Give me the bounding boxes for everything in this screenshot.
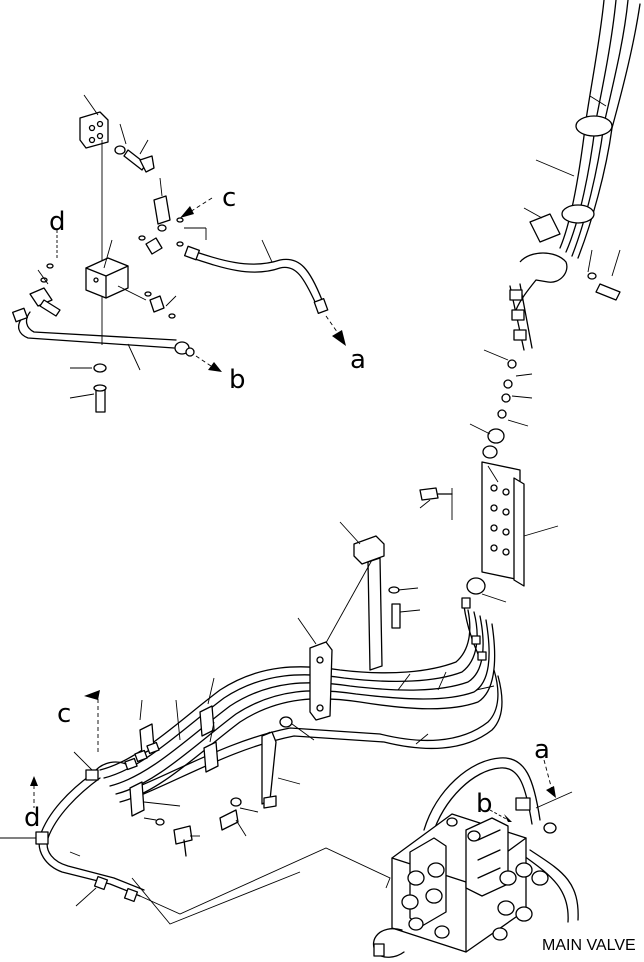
hose-to-a [184,239,346,346]
connector-label-d-lower: d [24,803,41,833]
bolt-d [29,230,61,317]
lower-bolt [69,363,107,413]
connector-label-a-lower: a [534,735,550,765]
block-fittings [103,177,207,319]
main-valve-caption: MAIN VALVE [542,937,636,954]
connector-label-a-upper: a [350,345,366,375]
connector-label-c-upper: c [222,183,236,213]
lower-left-hose-loop [0,751,145,907]
connector-label-b-lower: b [476,789,493,819]
hose-clamps [124,677,219,817]
main-valve [372,757,579,958]
left-elbow-pipe [12,307,195,371]
left-connector-arrows [30,690,100,808]
mounting-bracket [79,94,109,149]
arrow-from-c [180,197,213,218]
upper-right-hose-bundle [509,0,641,351]
bracket-plate [419,461,559,603]
main-hose-bundle [99,597,503,803]
connector-label-d-upper: d [49,207,66,237]
bracket-bolt [114,123,155,173]
fitting-chain [469,349,533,459]
valve-block [85,257,129,299]
connector-labels: c d a b c d a b MAIN VALVE [24,183,636,954]
connector-label-b-upper: b [229,365,246,395]
lower-mount-bracket [219,731,301,837]
connector-label-c-lower: c [57,699,71,729]
lower-left-bolts [143,817,200,857]
upper-left-valve-assembly [12,94,346,413]
center-bracket [321,521,421,671]
arrow-to-b [195,355,222,372]
pipe-route-to-main-valve [131,847,391,925]
